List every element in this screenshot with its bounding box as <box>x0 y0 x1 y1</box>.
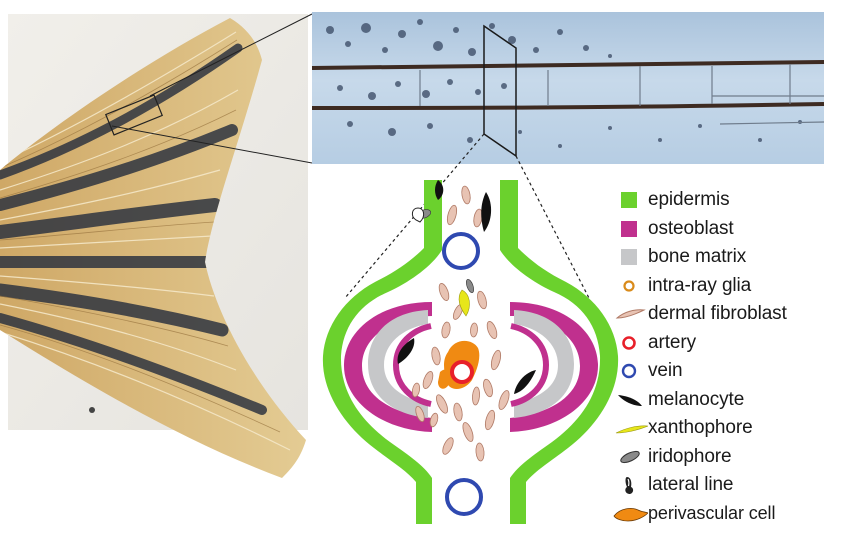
legend-label: iridophore <box>648 446 732 468</box>
legend-item-melanocyte: melanocyte <box>612 386 848 415</box>
legend-item-artery: artery <box>612 329 848 358</box>
legend-item-intra-ray-glia: intra-ray glia <box>612 272 848 301</box>
green-square-icon <box>612 190 648 210</box>
legend-label: intra-ray glia <box>648 275 751 297</box>
legend-label: epidermis <box>648 189 729 211</box>
red-ring-icon <box>612 333 648 353</box>
legend-item-iridophore: iridophore <box>612 443 848 472</box>
fibroblast-icon <box>612 304 648 324</box>
legend-label: melanocyte <box>648 389 744 411</box>
gray-square-icon <box>612 247 648 267</box>
legend-label: vein <box>648 360 682 382</box>
legend-label: bone matrix <box>648 246 746 268</box>
cross-section-schematic <box>323 180 618 524</box>
legend-label: lateral line <box>648 474 733 496</box>
legend-item-epidermis: epidermis <box>612 186 848 215</box>
legend-label: xanthophore <box>648 417 753 439</box>
magenta-square-icon <box>612 219 648 239</box>
legend: epidermis osteoblast bone matrix intra-r… <box>612 186 848 528</box>
lateral-line-cell <box>412 208 423 222</box>
legend-item-osteoblast: osteoblast <box>612 215 848 244</box>
lateral-line-icon <box>612 475 648 495</box>
legend-item-perivascular-cell: perivascular cell <box>612 500 848 529</box>
micrograph <box>312 12 824 164</box>
iridophore-icon <box>612 447 648 467</box>
fin-photo <box>0 10 312 490</box>
legend-item-dermal-fibroblast: dermal fibroblast <box>612 300 848 329</box>
melanocyte-icon <box>612 390 648 410</box>
perivascular-cell-icon <box>612 504 648 524</box>
legend-item-lateral-line: lateral line <box>612 471 848 500</box>
legend-item-xanthophore: xanthophore <box>612 414 848 443</box>
legend-label: dermal fibroblast <box>648 303 787 325</box>
legend-label: perivascular cell <box>648 503 775 524</box>
legend-item-bone-matrix: bone matrix <box>612 243 848 272</box>
legend-label: artery <box>648 332 696 354</box>
legend-label: osteoblast <box>648 218 734 240</box>
xanthophore-icon <box>612 418 648 438</box>
blue-ring-icon <box>612 361 648 381</box>
orange-ring-icon <box>612 276 648 296</box>
legend-item-vein: vein <box>612 357 848 386</box>
